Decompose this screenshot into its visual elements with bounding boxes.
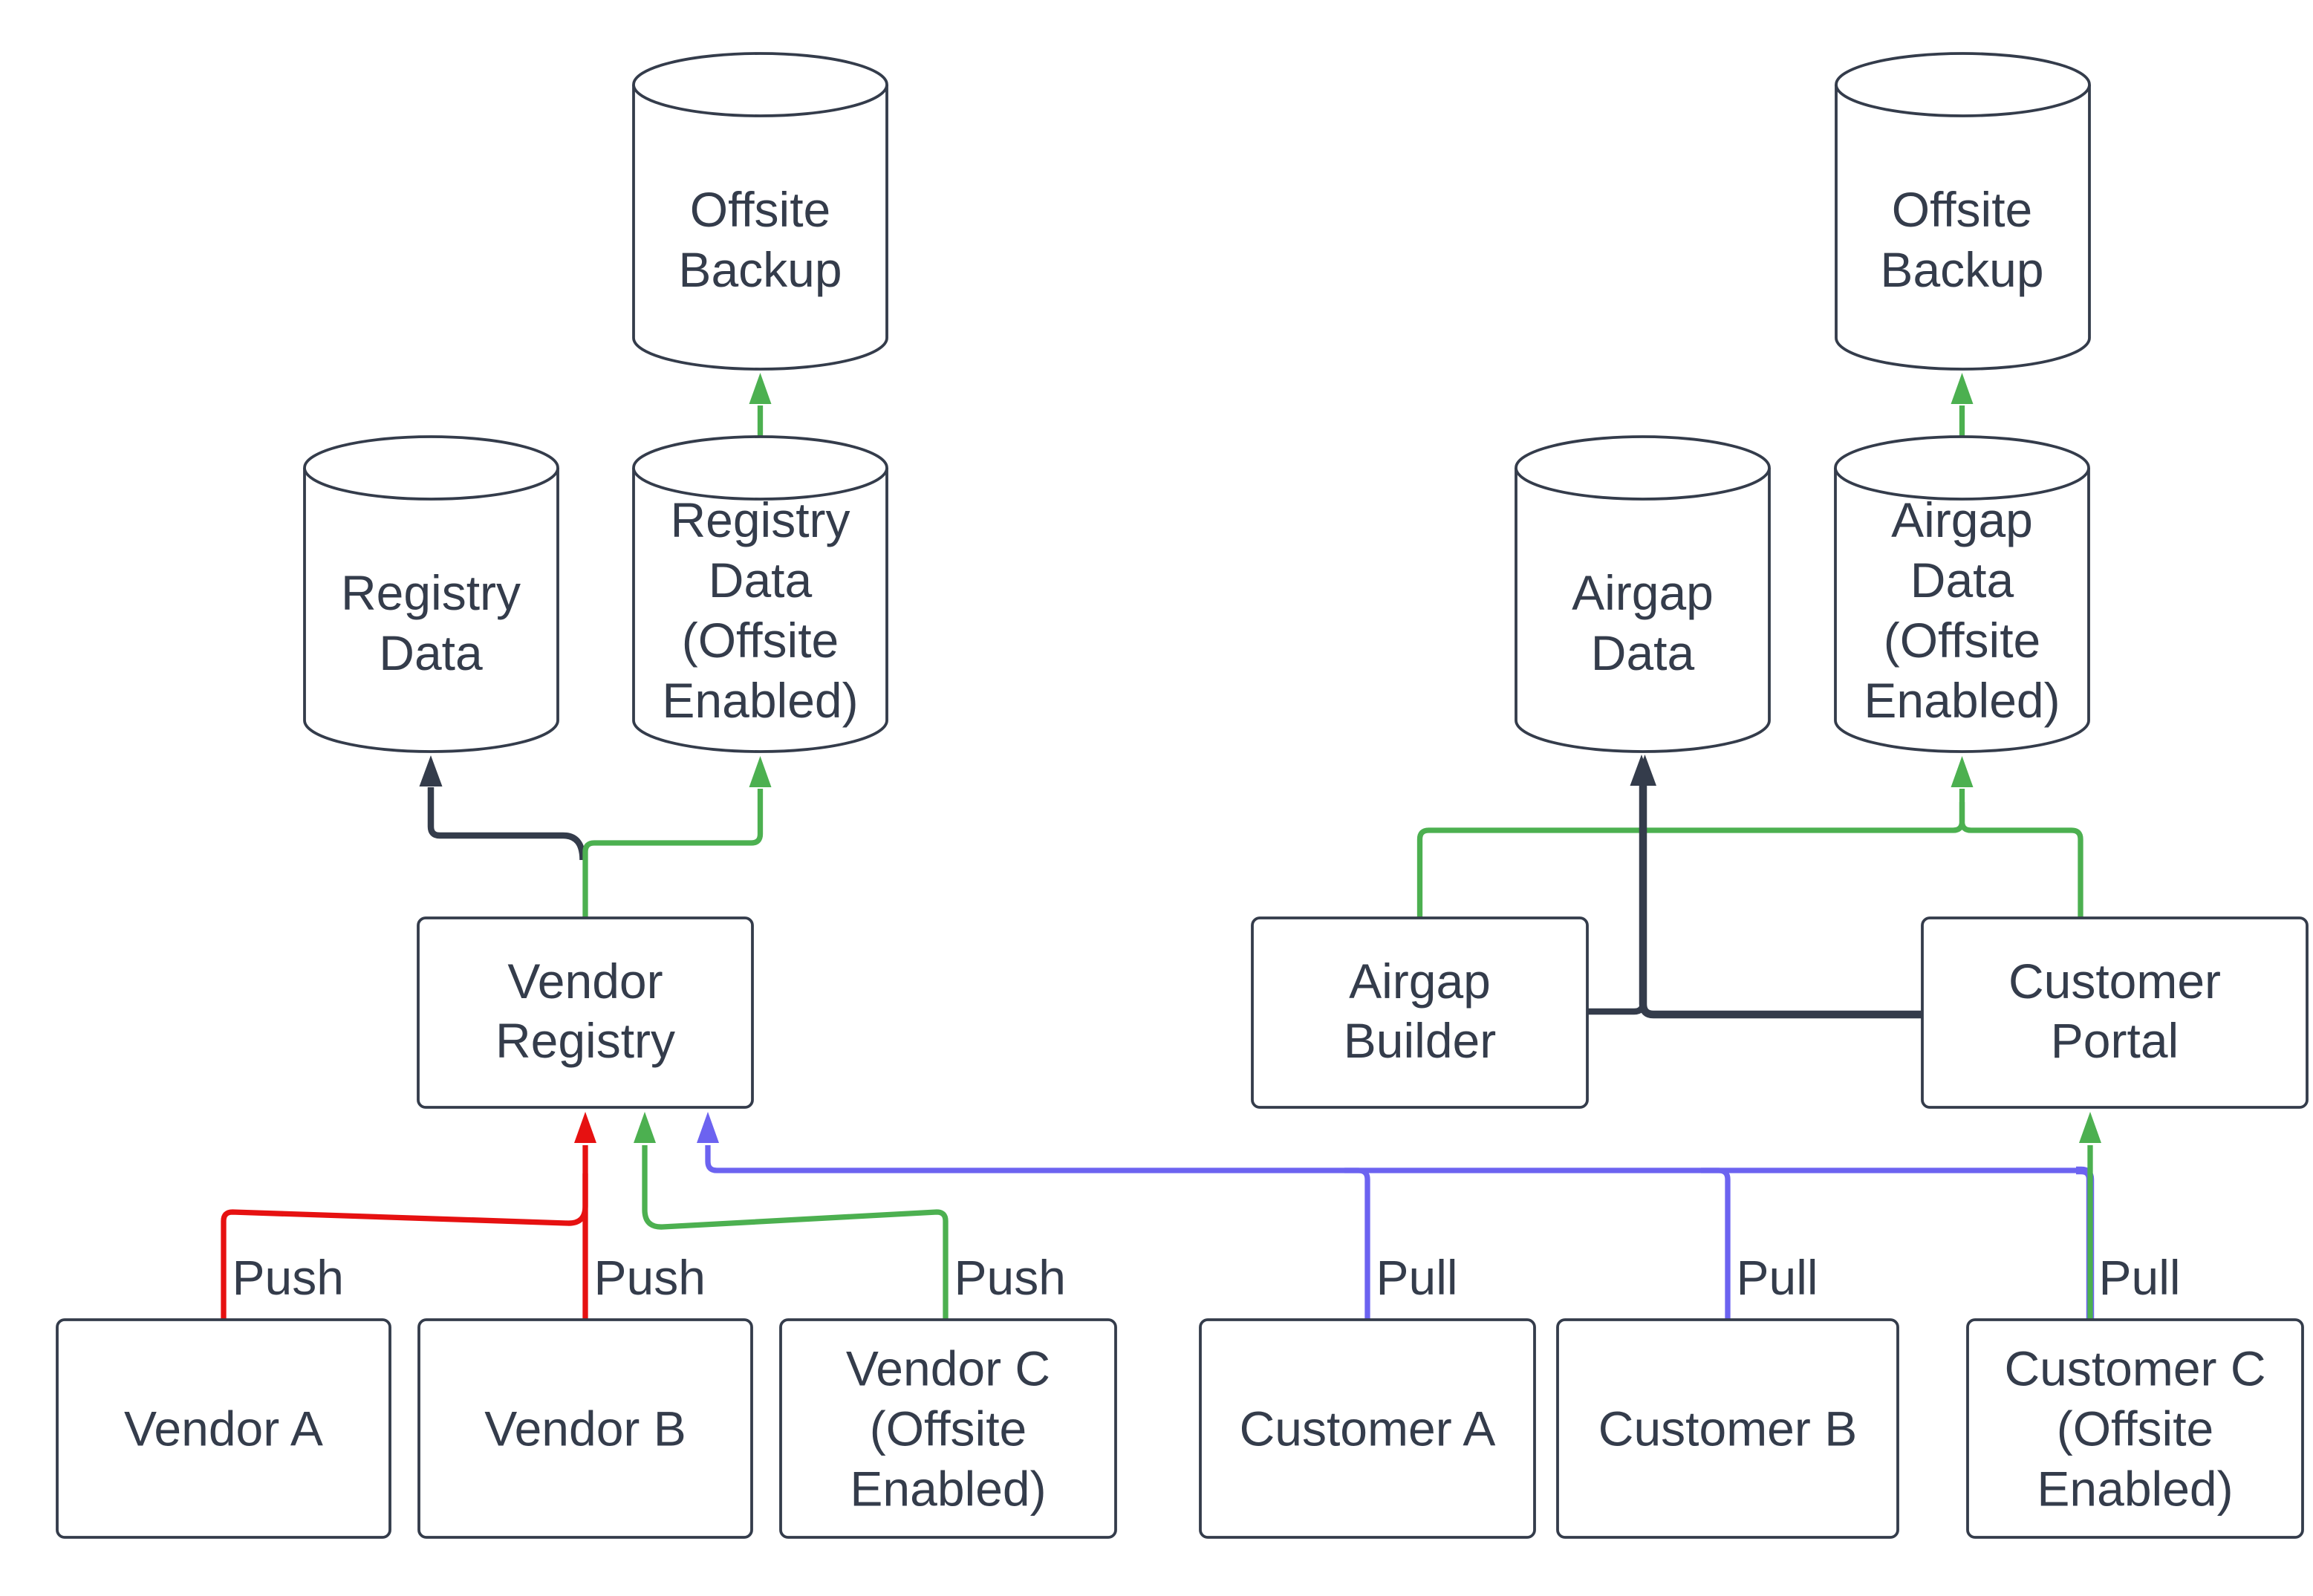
svg-text:Data: Data — [379, 625, 483, 680]
svg-text:Builder: Builder — [1344, 1013, 1496, 1068]
svg-text:Push: Push — [954, 1250, 1066, 1305]
svg-text:Customer A: Customer A — [1240, 1401, 1496, 1456]
svg-text:Offsite: Offsite — [690, 182, 831, 237]
svg-text:(Offsite: (Offsite — [2057, 1401, 2214, 1456]
svg-text:(Offsite: (Offsite — [1884, 613, 2041, 668]
svg-text:Airgap: Airgap — [1349, 954, 1491, 1009]
svg-text:Push: Push — [594, 1250, 706, 1305]
svg-text:(Offsite: (Offsite — [682, 613, 839, 668]
svg-text:Enabled): Enabled) — [662, 673, 858, 728]
svg-text:Data: Data — [1910, 553, 2014, 608]
svg-text:Vendor B: Vendor B — [484, 1401, 686, 1456]
svg-text:Pull: Pull — [2099, 1250, 2181, 1305]
svg-text:Enabled): Enabled) — [1864, 673, 2060, 728]
svg-text:Pull: Pull — [1737, 1250, 1818, 1305]
svg-text:Backup: Backup — [678, 242, 842, 297]
svg-text:Airgap: Airgap — [1891, 492, 2033, 547]
svg-text:Airgap: Airgap — [1572, 565, 1714, 620]
svg-text:Vendor A: Vendor A — [124, 1401, 323, 1456]
svg-text:Registry: Registry — [670, 492, 850, 547]
svg-text:Offsite: Offsite — [1892, 182, 2033, 237]
svg-text:Pull: Pull — [1376, 1250, 1458, 1305]
svg-text:Data: Data — [709, 553, 813, 608]
svg-text:Customer C: Customer C — [2004, 1341, 2265, 1396]
svg-text:Customer B: Customer B — [1598, 1401, 1857, 1456]
svg-text:Vendor: Vendor — [507, 954, 663, 1009]
svg-text:(Offsite: (Offsite — [870, 1401, 1027, 1456]
svg-text:Portal: Portal — [2051, 1013, 2179, 1068]
svg-text:Enabled): Enabled) — [850, 1462, 1046, 1517]
svg-text:Data: Data — [1591, 625, 1695, 680]
svg-text:Enabled): Enabled) — [2037, 1462, 2233, 1517]
svg-text:Vendor C: Vendor C — [846, 1341, 1050, 1396]
svg-text:Push: Push — [232, 1250, 344, 1305]
svg-text:Registry: Registry — [341, 565, 521, 620]
svg-text:Customer: Customer — [2008, 954, 2221, 1009]
svg-text:Registry: Registry — [495, 1013, 675, 1068]
svg-text:Backup: Backup — [1880, 242, 2043, 297]
